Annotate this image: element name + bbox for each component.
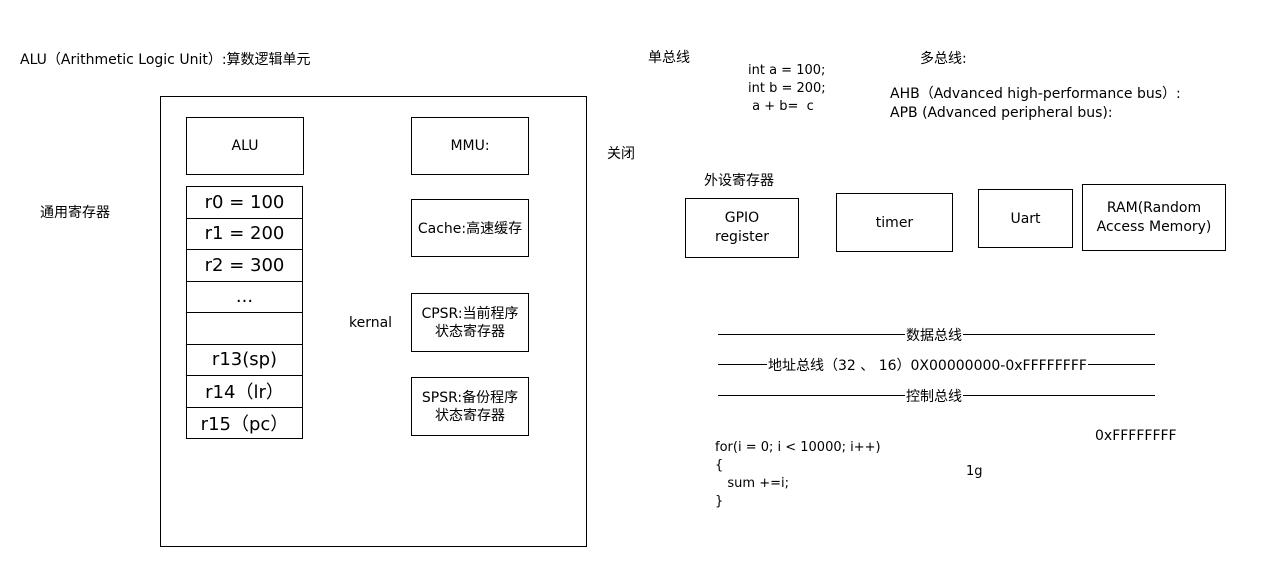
uart-box: Uart (978, 189, 1073, 248)
multi-bus-label: 多总线: (920, 51, 967, 67)
ram-line1: RAM(Random (1106, 199, 1202, 216)
data-bus-label: 数据总线 (905, 325, 963, 345)
code-line: for(i = 0; i < 10000; i++) (715, 440, 881, 455)
register-r13: r13(sp) (187, 345, 302, 376)
size-label: 1g (966, 464, 983, 479)
code-line: sum +=i; (715, 476, 789, 491)
register-r1: r1 = 200 (187, 219, 302, 250)
bus-apb: APB (Advanced peripheral bus): (890, 105, 1113, 121)
code-line: { (715, 458, 724, 473)
address-bus-label: 地址总线（32 、 16）0X00000000-0xFFFFFFFF (767, 355, 1088, 375)
ram-box: RAM(Random Access Memory) (1082, 184, 1226, 251)
close-label: 关闭 (607, 146, 635, 162)
register-r2: r2 = 300 (187, 250, 302, 282)
register-r14: r14（lr） (187, 376, 302, 408)
code-line: a + b= c (748, 99, 814, 114)
hex-value: 0xFFFFFFFF (1095, 428, 1177, 444)
code-line: int b = 200; (748, 81, 826, 96)
cpsr-line1: CPSR:当前程序 (421, 305, 519, 322)
multi-bus-list: AHB（Advanced high-performance bus）: APB … (890, 85, 1181, 123)
kernal-label: kernal (349, 315, 393, 331)
register-r0: r0 = 100 (187, 187, 302, 219)
single-bus-label: 单总线 (648, 50, 690, 66)
cpsr-line2: 状态寄存器 (435, 323, 505, 340)
timer-box: timer (836, 193, 953, 252)
register-ellipsis: ... (187, 282, 302, 313)
spsr-line1: SPSR:备份程序 (421, 389, 519, 406)
gpio-box: GPIO register (685, 198, 799, 258)
gpio-line2: register (715, 229, 769, 245)
register-empty (187, 313, 302, 345)
mmu-box: MMU: (411, 117, 529, 175)
bus-ahb: AHB（Advanced high-performance bus）: (890, 86, 1181, 102)
ram-line2: Access Memory) (1096, 218, 1212, 235)
code-line: int a = 100; (748, 63, 826, 78)
alu-title: ALU（Arithmetic Logic Unit）:算数逻辑单元 (20, 52, 311, 68)
peripheral-registers-label: 外设寄存器 (704, 173, 774, 189)
spsr-line2: 状态寄存器 (435, 407, 505, 424)
register-stack: r0 = 100 r1 = 200 r2 = 300 ... r13(sp) r… (186, 186, 303, 439)
gpio-line1: GPIO (724, 210, 760, 226)
cpu-container (160, 96, 587, 547)
cpsr-box: CPSR:当前程序 状态寄存器 (411, 293, 529, 352)
code-line: } (715, 494, 724, 509)
cache-box: Cache:高速缓存 (411, 199, 529, 257)
control-bus-label: 控制总线 (905, 386, 963, 406)
alu-box: ALU (186, 117, 304, 175)
register-r15: r15（pc） (200, 413, 289, 435)
spsr-box: SPSR:备份程序 状态寄存器 (411, 377, 529, 436)
general-registers-label: 通用寄存器 (40, 205, 110, 221)
code-snippet-top: int a = 100; int b = 200; a + b= c (748, 62, 826, 116)
code-snippet-loop: for(i = 0; i < 10000; i++) { sum +=i; } (715, 439, 881, 511)
